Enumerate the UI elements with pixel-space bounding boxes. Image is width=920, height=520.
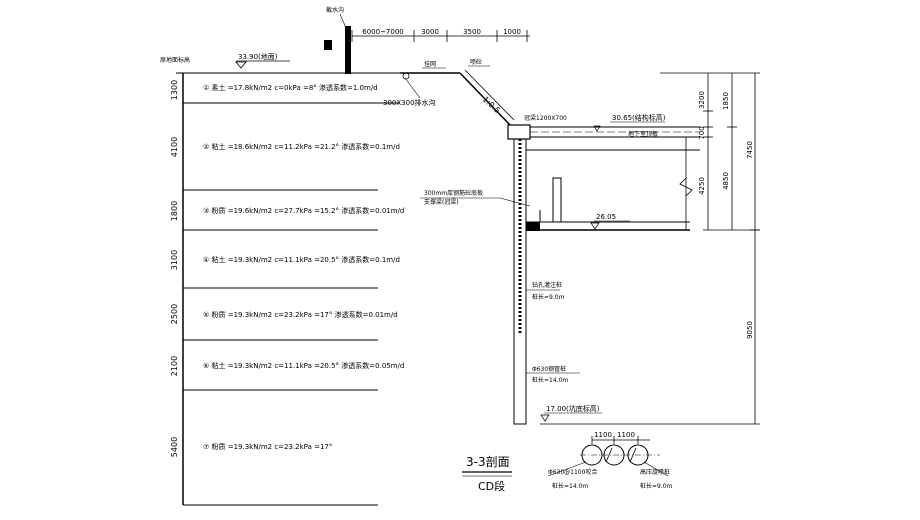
elevation-triangle: [235, 61, 247, 69]
soil-layer-label: ④ 粘土 =19.3kN/m2 c=11.1kPa =20.5° 渗透系数=0.…: [203, 255, 400, 264]
left-dim: 3100: [170, 250, 179, 270]
basement-structure: [526, 137, 700, 231]
pile-detail-left: Φ630@1100咬合: [548, 468, 597, 476]
right-dim: 700: [698, 126, 706, 139]
right-dim: 4850: [722, 172, 730, 190]
soil-layer-label: ⑤ 粉质 =19.3kN/m2 c=23.2kPa =17° 渗透系数=0.01…: [203, 310, 398, 319]
left-dim: 1800: [170, 201, 179, 221]
right-dim: 4250: [698, 177, 706, 195]
pile-spacing: 1100: [594, 431, 612, 439]
marker-block: [324, 40, 332, 50]
slope-top-label: 挂网: [424, 60, 436, 68]
soil-layer-label: ② 粘土 =18.6kN/m2 c=11.2kPa =21.2° 渗透系数=0.…: [203, 142, 400, 151]
soil-layer-label: ① 素土 =17.8kN/m2 c=0kPa =8° 渗透系数=1.0m/d: [203, 83, 378, 92]
pile-detail-left-length: 桩长=14.0m: [552, 482, 588, 490]
left-dim: 5400: [170, 437, 179, 457]
left-dim: 2500: [170, 304, 179, 324]
cutoff-wall: [345, 26, 351, 74]
left-dim: 1300: [170, 80, 179, 100]
bottom-elevation: 17.00(坑底标高): [546, 404, 600, 413]
pile-plan-detail: 1100 1100: [547, 431, 669, 477]
pile-spacing: 1100: [617, 431, 635, 439]
slab-label: 地下室顶板: [628, 130, 658, 138]
section-subtitle: CD段: [478, 479, 505, 493]
bored-pile: [513, 138, 527, 425]
crown-beam: [507, 124, 531, 140]
ditch-label: 300X300排水沟: [383, 98, 436, 107]
section-title: 3-3剖面: [466, 455, 510, 469]
slope-ratio: 1:0.5: [481, 95, 502, 115]
top-dim: 1000: [503, 28, 521, 36]
slope-top-label: 喷砼: [470, 58, 482, 66]
right-dim: 1850: [722, 92, 730, 110]
anchor-length: 桩长=14.0m: [532, 376, 568, 384]
pile-length: 桩长=9.0m: [532, 293, 565, 301]
ground-elevation: 33.90(地面): [238, 52, 278, 61]
right-dim: 7450: [746, 141, 754, 159]
ditch-symbol: [402, 72, 410, 80]
strut-label: 300mm厚钢筋砼底板: [424, 189, 483, 197]
left-dim: 4100: [170, 137, 179, 157]
top-label: 截水沟: [326, 6, 344, 14]
top-dim: 6000~7000: [362, 28, 404, 36]
top-label-leader: [339, 13, 347, 29]
crown-beam-label: 冠梁1200X700: [524, 114, 567, 122]
right-dim: 3200: [698, 91, 706, 109]
excavation-slope: [400, 69, 515, 126]
strut-label-2: 支撑梁(冠梁): [424, 198, 459, 206]
soil-layer-label: ⑦ 粉质 =19.3kN/m2 c=23.2kPa =17°: [203, 442, 332, 451]
right-dimensions: 3200 700 4250 1850 4850 7450 9050: [540, 72, 760, 425]
anchor-label: Φ630钢管桩: [532, 365, 566, 373]
top-dimension: 6000~7000 3000 3500 1000: [351, 28, 530, 42]
left-dim: 2100: [170, 356, 179, 376]
soil-column: 1300 4100 1800 3100 2500 2100 5400 ① 素土 …: [170, 72, 404, 506]
top-dim: 3500: [463, 28, 481, 36]
pile-detail-right: 高压旋喷桩: [640, 468, 670, 476]
mid-elevation: 26.05: [596, 213, 616, 221]
pile-detail-right-length: 桩长=9.0m: [640, 482, 673, 490]
top-dim: 3000: [421, 28, 439, 36]
soil-layer-label: ③ 粉质 =19.6kN/m2 c=27.7kPa =15.2° 渗透系数=0.…: [203, 206, 404, 215]
right-dim: 9050: [746, 321, 754, 339]
roof-slab: [530, 126, 700, 138]
soil-layer-label: ⑥ 粘土 =19.3kN/m2 c=11.1kPa =20.5° 渗透系数=0.…: [203, 361, 404, 370]
top-slab-elevation: 30.65(结构标高): [612, 113, 666, 122]
pile-label: 钻孔灌注桩: [532, 281, 562, 289]
left-top-label: 原地面标高: [160, 56, 190, 64]
